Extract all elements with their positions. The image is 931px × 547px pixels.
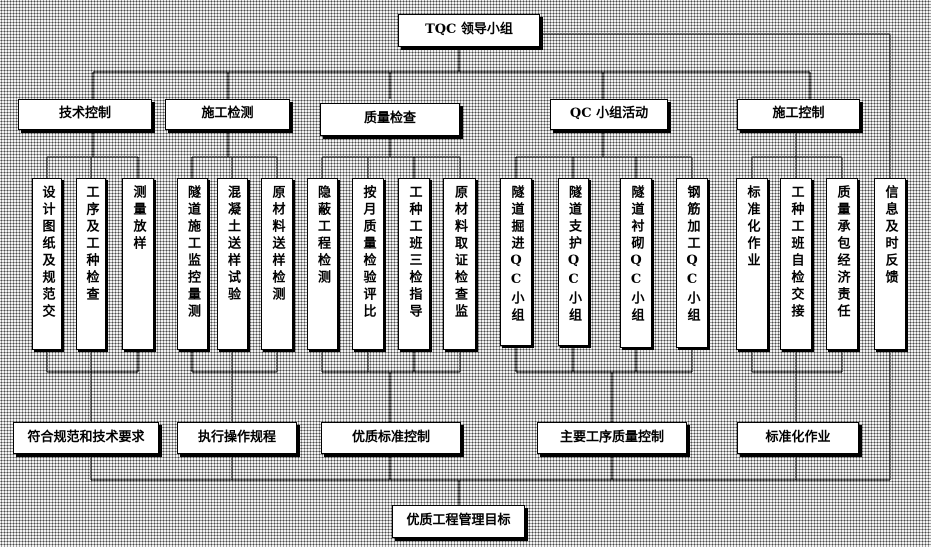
- quality-standard-goal-box: 优质标准控制: [321, 422, 461, 454]
- design-drawings-text: 设计图纸及规范交: [39, 185, 55, 321]
- tunnel-lining-qc-text: 隧道衬砌QC小组: [628, 185, 644, 325]
- operating-rules-goal-box: 执行操作规程: [177, 422, 297, 454]
- key-process-goal-box: 主要工序质量控制: [537, 422, 687, 454]
- concealed-work-text: 隐蔽工程检测: [315, 185, 330, 287]
- quality-target-box: 优质工程管理目标: [392, 505, 525, 538]
- tunnel-monitoring-item: 隧道施工监控量测: [177, 178, 208, 350]
- construction-testing-box: 施工检测: [165, 99, 290, 130]
- tunnel-excavation-qc-item: 隧道掘进QC小组: [500, 178, 532, 346]
- info-feedback-text: 信息及时反馈: [882, 185, 898, 287]
- construction-control-box: 施工控制: [737, 99, 860, 130]
- material-evidence-text: 原材料取证检查监: [452, 185, 467, 321]
- info-feedback-item: 信息及时反馈: [874, 178, 906, 350]
- technical-control-box: 技术控制: [18, 99, 152, 130]
- team-three-checks-item: 工种工班三检指导: [398, 178, 430, 350]
- tunnel-excavation-qc-text: 隧道掘进QC小组: [508, 185, 524, 325]
- tqc-leadership-box: TQC 领导小组: [398, 14, 540, 47]
- material-evidence-item: 原材料取证检查监: [443, 178, 476, 350]
- meets-standards-goal-box: 符合规范和技术要求: [13, 422, 159, 454]
- qc-group-activity-box: QC 小组活动: [550, 99, 668, 130]
- standardized-goal-box: 标准化作业: [737, 422, 859, 454]
- team-self-check-text: 工种工班自检交接: [788, 185, 804, 321]
- survey-setout-text: 测量放样: [130, 185, 146, 253]
- standardized-operation-item: 标准化作业: [736, 178, 768, 350]
- standardized-operation-text: 标准化作业: [744, 185, 760, 270]
- survey-setout-item: 测量放样: [122, 178, 154, 350]
- material-sample-test-text: 原材料送样检测: [269, 185, 285, 304]
- rebar-processing-qc-item: 钢筋加工QC小组: [676, 178, 708, 348]
- quality-inspection-box: 质量检查: [320, 103, 460, 136]
- concealed-work-item: 隐蔽工程检测: [307, 178, 338, 350]
- team-self-check-item: 工种工班自检交接: [780, 178, 812, 350]
- design-drawings-item: 设计图纸及规范交: [32, 178, 62, 350]
- quality-contract-text: 质量承包经济责任: [834, 185, 850, 321]
- process-check-item: 工序及工种检查: [76, 178, 106, 350]
- tunnel-monitoring-text: 隧道施工监控量测: [185, 185, 200, 321]
- monthly-inspection-item: 按月质量检验评比: [352, 178, 384, 350]
- tunnel-lining-qc-item: 隧道衬砌QC小组: [620, 178, 652, 348]
- process-check-text: 工序及工种检查: [83, 185, 99, 304]
- material-sample-test-item: 原材料送样检测: [261, 178, 293, 350]
- team-three-checks-text: 工种工班三检指导: [406, 185, 422, 321]
- tunnel-support-qc-text: 隧道支护QC小组: [566, 185, 581, 325]
- concrete-sample-item: 混凝土送样试验: [217, 178, 248, 350]
- rebar-processing-qc-text: 钢筋加工QC小组: [684, 185, 700, 325]
- concrete-sample-text: 混凝土送样试验: [225, 185, 240, 304]
- monthly-inspection-text: 按月质量检验评比: [360, 185, 376, 321]
- quality-contract-item: 质量承包经济责任: [826, 178, 858, 350]
- tunnel-support-qc-item: 隧道支护QC小组: [558, 178, 589, 346]
